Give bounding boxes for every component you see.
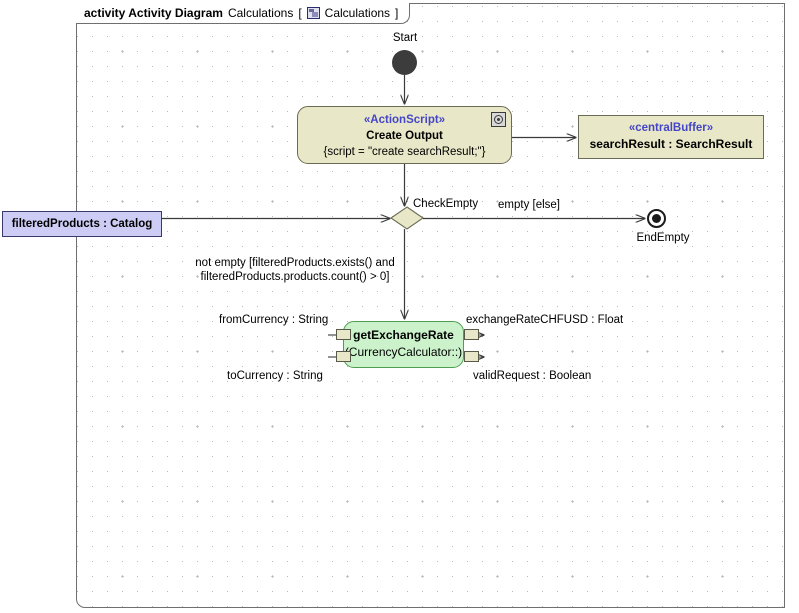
guard-empty-else: empty [else] [498,199,560,211]
pin-label-valid-request: validRequest : Boolean [473,370,592,382]
guard-not-empty-line1: not empty [filteredProducts.exists() and [195,257,395,269]
end-node-label: EndEmpty [636,232,690,244]
frame-diagram-label: Calculations [324,6,391,20]
call-action-behavior: (CurrencyCalculator::) [344,345,463,359]
pin-label-exchange-rate: exchangeRateCHFUSD : Float [466,314,624,326]
guard-not-empty-line2: filteredProducts.products.count() > 0] [200,271,390,283]
central-buffer-stereotype: «centralBuffer» [628,122,714,134]
final-node-icon[interactable] [647,209,666,228]
input-pin-from-currency[interactable] [336,329,351,340]
call-action-name: getExchangeRate [353,328,454,342]
frame-keyword: activity Activity Diagram [84,6,223,20]
decision-label: CheckEmpty [413,198,479,210]
action-body: {script = "create searchResult;"} [323,146,486,158]
diagram-icon [306,7,320,19]
object-node-label: filteredProducts : Catalog [11,218,153,230]
central-buffer-node[interactable]: «centralBuffer» searchResult : SearchRes… [578,115,764,159]
object-node-filtered-products[interactable]: filteredProducts : Catalog [2,211,162,237]
initial-node-icon[interactable] [392,50,417,75]
script-icon[interactable] [491,112,506,127]
pin-label-to-currency: toCurrency : String [227,370,323,382]
action-name: Create Output [366,130,443,142]
bracket-close: ] [395,6,399,20]
bracket-open: [ [298,6,302,20]
output-pin-valid-request[interactable] [464,351,479,362]
frame-name: Calculations [227,6,294,20]
diagram-frame [76,3,785,608]
action-stereotype: «ActionScript» [363,114,446,126]
output-pin-exchange-rate[interactable] [464,329,479,340]
diagram-frame-title: activity Activity Diagram Calculations [… [76,3,411,24]
input-pin-to-currency[interactable] [336,351,351,362]
action-create-output[interactable]: «ActionScript» Create Output {script = "… [297,106,512,164]
central-buffer-name: searchResult : SearchResult [589,137,753,151]
pin-label-from-currency: fromCurrency : String [219,314,329,326]
start-node-label: Start [392,32,418,44]
action-get-exchange-rate[interactable]: getExchangeRate (CurrencyCalculator::) [343,321,464,368]
